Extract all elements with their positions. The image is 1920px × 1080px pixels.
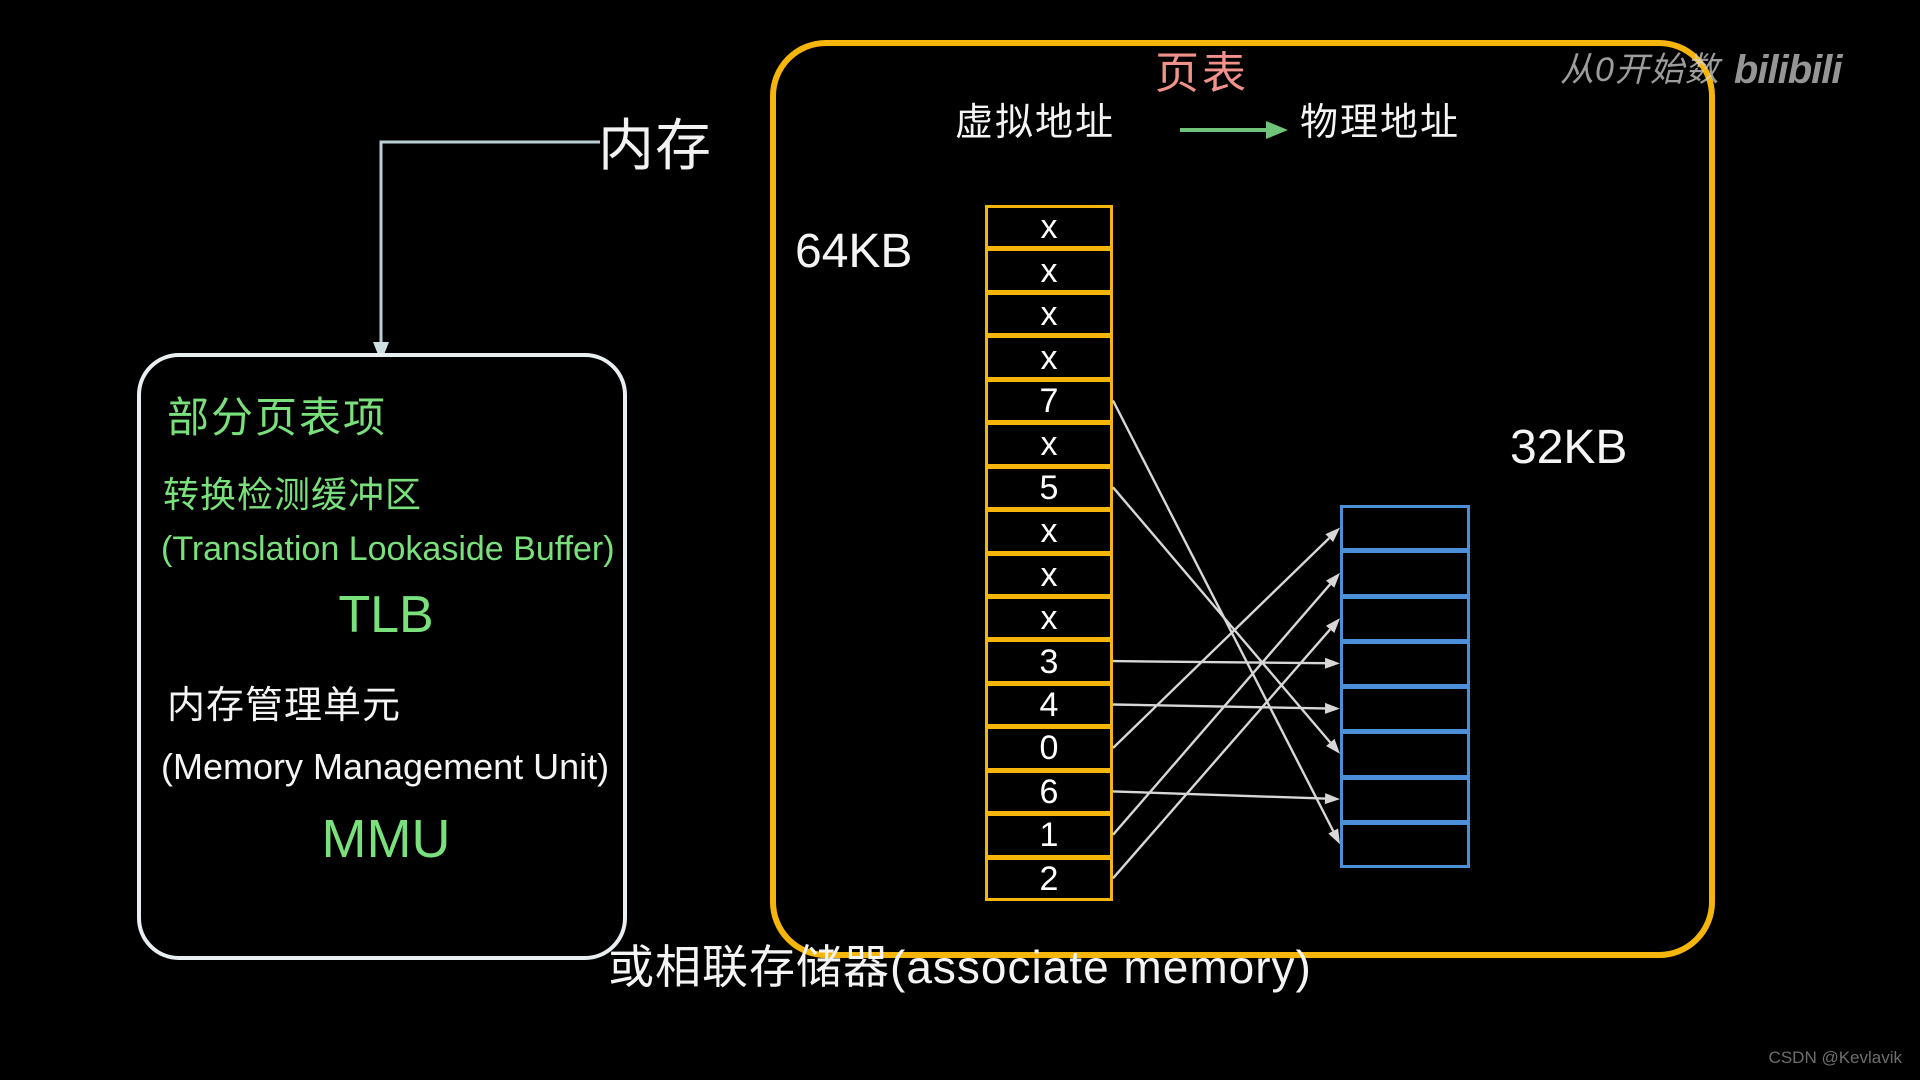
page-table-cell: 0 [985, 726, 1113, 771]
page-table-cell-value: 0 [1039, 729, 1059, 768]
memory-label: 内存 [598, 114, 712, 177]
page-table-cell: 2 [985, 856, 1113, 901]
page-table-cell: 4 [985, 682, 1113, 728]
bilibili-logo: bilibili [1733, 48, 1843, 92]
page-table-cell: 6 [985, 769, 1113, 815]
page-table-cell-value: x [1040, 555, 1058, 594]
physical-memory-frames [1340, 505, 1470, 868]
page-table-cell-value: 2 [1039, 859, 1059, 898]
virtual-address-label: 虚拟地址 [955, 102, 1116, 144]
virtual-memory-size-label: 64KB [795, 225, 913, 278]
page-table-cell: 1 [985, 813, 1113, 858]
page-table-cell-value: 4 [1039, 686, 1059, 725]
page-table-cell-value: x [1040, 251, 1058, 290]
physical-frame-cell [1340, 640, 1470, 687]
memory-connector-arrow-icon [373, 140, 600, 362]
channel-name-label: 从0开始数 [1560, 51, 1720, 89]
page-table-cell-value: x [1040, 512, 1058, 551]
page-table-cell-value: x [1040, 295, 1058, 334]
page-table-cell: x [985, 205, 1113, 250]
partial-page-entries-label: 部分页表项 [167, 394, 388, 441]
csdn-attribution-watermark: CSDN @Kevlavik [1768, 1048, 1902, 1067]
page-table-cell: 3 [985, 639, 1113, 684]
page-table-cell: x [985, 291, 1113, 337]
page-table-cell-value: 5 [1039, 468, 1059, 507]
page-table-cell-value: 7 [1039, 381, 1059, 420]
page-table-cell: x [985, 552, 1113, 597]
mmu-english-label: (Memory Management Unit) [161, 746, 610, 787]
tlb-mmu-panel: 部分页表项 转换检测缓冲区 (Translation Lookaside Buf… [137, 353, 627, 960]
page-table-cell: x [985, 335, 1113, 380]
page-table-cell: 5 [985, 465, 1113, 511]
page-table-cell: x [985, 248, 1113, 293]
right-arrow-icon [1180, 121, 1288, 139]
physical-frame-cell [1340, 595, 1470, 642]
page-table-cell: 7 [985, 378, 1113, 424]
page-table-cell-value: 1 [1039, 816, 1059, 855]
physical-memory-size-label: 32KB [1510, 421, 1628, 474]
page-table-cell-value: x [1040, 425, 1058, 464]
tlb-abbreviation-label: TLB [338, 586, 434, 644]
mmu-chinese-label: 内存管理单元 [167, 685, 402, 727]
page-table-title: 页表 [1155, 49, 1249, 98]
physical-frame-cell [1340, 731, 1470, 778]
mmu-abbreviation-label: MMU [321, 809, 451, 869]
page-table-cell-value: x [1040, 599, 1058, 638]
physical-frame-cell [1340, 505, 1470, 552]
page-table-cell-value: x [1040, 208, 1058, 247]
memory-panel [770, 40, 1715, 958]
tlb-chinese-label: 转换检测缓冲区 [163, 474, 423, 515]
caption-associate-memory: 或相联存储器(associate memory) [608, 941, 1312, 993]
page-table-cell-value: 6 [1039, 772, 1059, 811]
tlb-english-label: (Translation Lookaside Buffer) [161, 530, 615, 568]
physical-address-label: 物理地址 [1300, 102, 1461, 144]
page-table-cell-value: x [1040, 338, 1058, 377]
physical-frame-cell [1340, 776, 1470, 823]
page-table-cell: x [985, 509, 1113, 554]
page-table-cell: x [985, 422, 1113, 467]
page-table-cell-value: 3 [1039, 642, 1059, 681]
physical-frame-cell [1340, 686, 1470, 733]
channel-watermark: 从0开始数 bilibili [1560, 48, 1843, 92]
physical-frame-cell [1340, 821, 1470, 868]
page-table-cell: x [985, 595, 1113, 641]
physical-frame-cell [1340, 550, 1470, 597]
